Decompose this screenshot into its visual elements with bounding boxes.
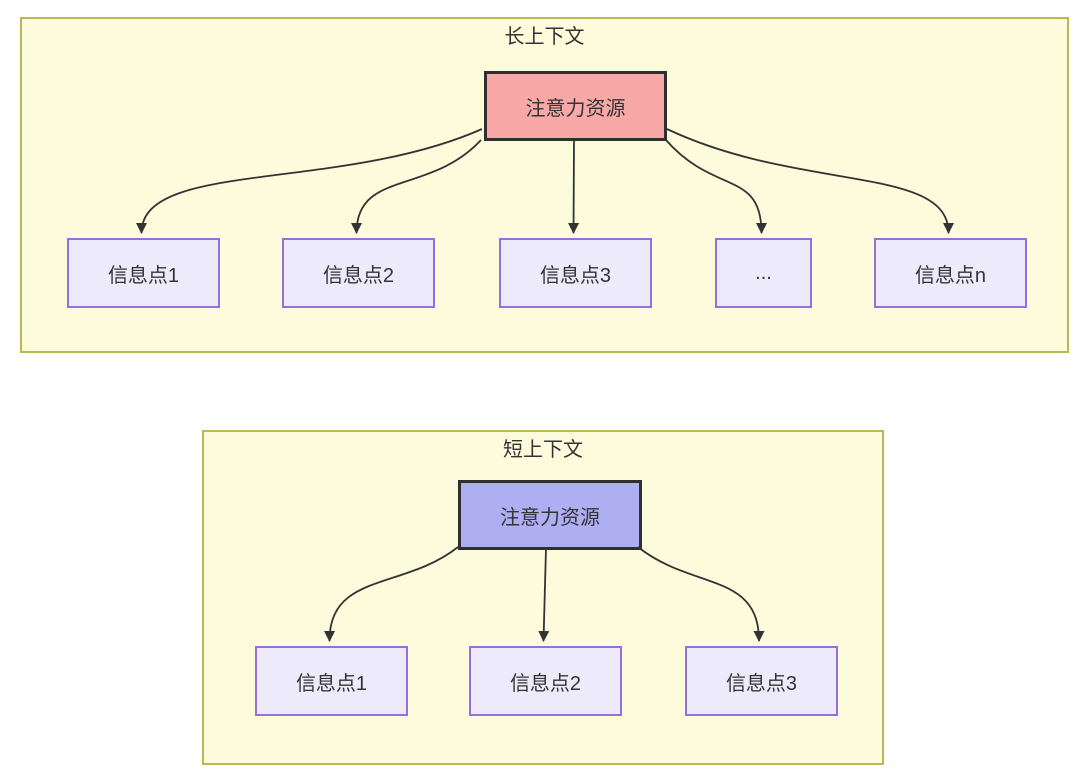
attention-resource-box-long: 注意力资源 (484, 71, 667, 141)
info-box-short-1: 信息点1 (255, 646, 408, 716)
info-box-short-3: 信息点3 (685, 646, 838, 716)
info-box-long-n: 信息点n (874, 238, 1027, 308)
attention-resource-box-short: 注意力资源 (458, 480, 642, 550)
group-short-context: 短上下文 注意力资源 信息点1 信息点2 信息点3 (202, 430, 884, 765)
group-short-context-title: 短上下文 (503, 439, 583, 461)
info-box-long-2: 信息点2 (282, 238, 435, 308)
info-box-short-2: 信息点2 (469, 646, 622, 716)
info-box-long-3: 信息点3 (499, 238, 652, 308)
group-long-context-title: 长上下文 (504, 26, 585, 48)
info-box-long-1: 信息点1 (67, 238, 220, 308)
group-long-context: 长上下文 注意力资源 信息点1 信息点2 信息点3 ... 信息点n (20, 17, 1069, 353)
info-box-long-ellipsis: ... (715, 238, 812, 308)
